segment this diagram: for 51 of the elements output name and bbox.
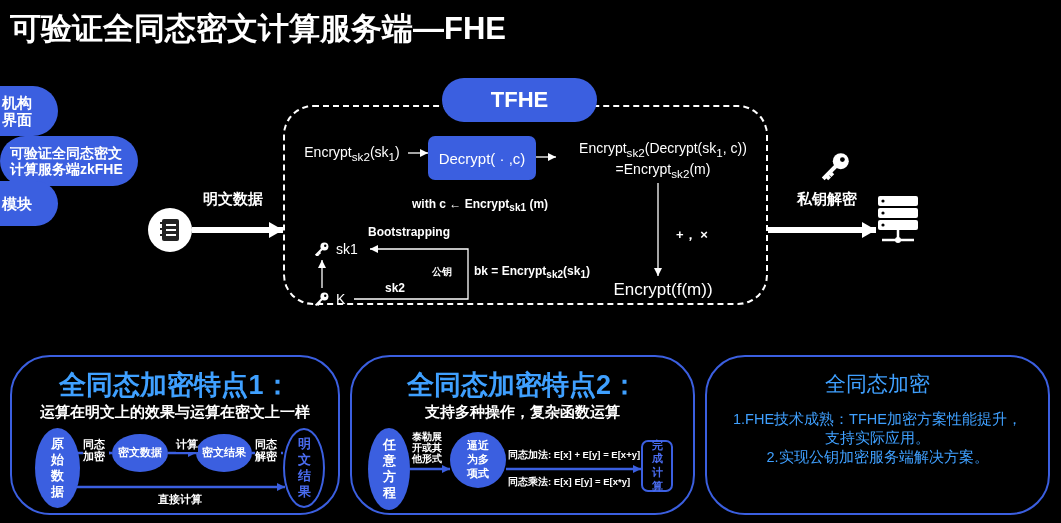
arrow xyxy=(168,449,196,457)
formula-text: Encrypt$_{sk2}$(sk$_{1}$) xyxy=(296,141,408,165)
card-title: 全同态加密 xyxy=(825,371,930,397)
card-paragraph: 1.FHE技术成熟：TFHE加密方案性能提升，支持实际应用。 xyxy=(732,410,1023,448)
data-ellipse: 密文数据 xyxy=(112,434,168,472)
edge-label: 直接计算 xyxy=(158,492,202,507)
label-pill: 机构界面 xyxy=(0,86,58,136)
note-text: bk = Encrypt$_{sk2}$(sk$_{1}$) xyxy=(474,264,590,281)
arrow xyxy=(768,222,876,238)
arrow xyxy=(192,222,283,238)
arrow xyxy=(410,465,450,473)
arrow xyxy=(535,153,557,161)
arrow xyxy=(353,245,469,300)
card-subtitle: 支持多种操作，复杂函数运算 xyxy=(425,403,620,423)
edge-label: 泰勒展开或其他形式 xyxy=(412,431,445,464)
feature-card xyxy=(705,355,1050,515)
card-subtitle: 运算在明文上的效果与运算在密文上一样 xyxy=(40,403,310,423)
note-text: sk2 xyxy=(385,281,406,295)
key-name: K xyxy=(336,291,346,307)
arrow xyxy=(654,182,662,277)
arrow xyxy=(407,149,429,157)
card-paragraph: 2.实现公钥加密服务端解决方案。 xyxy=(765,447,990,467)
arrow xyxy=(318,259,326,289)
edge-label: 私钥解密 xyxy=(797,190,857,209)
data-ellipse: 原始数据 xyxy=(35,428,80,508)
card-title: 全同态加密特点1： xyxy=(59,369,291,402)
data-ellipse: 任意方程 xyxy=(368,428,410,510)
label-pill: 模块 xyxy=(0,181,58,226)
note-text: 公钥 xyxy=(432,266,452,279)
document-icon xyxy=(148,208,192,252)
result-box: 完成计算 xyxy=(641,440,673,492)
formula-text: Encrypt(f(m)) xyxy=(606,276,720,304)
result-ellipse: 明文结果 xyxy=(283,428,325,508)
edge-label: 同态解密 xyxy=(255,438,281,463)
formula-text: Encrypt$_{sk2}$(Decrypt(sk$_{1}$, c)) =Encrypt$_{sk2}$(m) xyxy=(548,137,778,183)
data-ellipse: 逼近为多项式 xyxy=(450,432,506,488)
note-text: with c ← Encrypt$_{sk1}$ (m) xyxy=(412,197,549,214)
title-pill: TFHE xyxy=(442,78,597,122)
edge-label: 计算 xyxy=(176,437,198,452)
arrow xyxy=(76,483,285,491)
edge-label: Bootstrapping xyxy=(368,225,450,239)
edge-label: 同态加法: E[x] + E[y] = E[x+y] xyxy=(508,449,641,462)
label-pill: 可验证全同态密文计算服务端zkFHE xyxy=(0,136,138,186)
function-box: Decrypt( · ,c) xyxy=(428,136,536,180)
edge-label: 同态加密 xyxy=(83,438,109,463)
arrow xyxy=(506,465,641,473)
key-name: sk1 xyxy=(336,241,358,257)
card-title: 全同态加密特点2： xyxy=(407,369,638,402)
note-text: 同态乘法: E[x] E[y] = E[x*y] xyxy=(508,476,631,489)
edge-label: 明文数据 xyxy=(203,190,263,209)
page-title: 可验证全同态密文计算服务端—FHE xyxy=(10,10,506,48)
